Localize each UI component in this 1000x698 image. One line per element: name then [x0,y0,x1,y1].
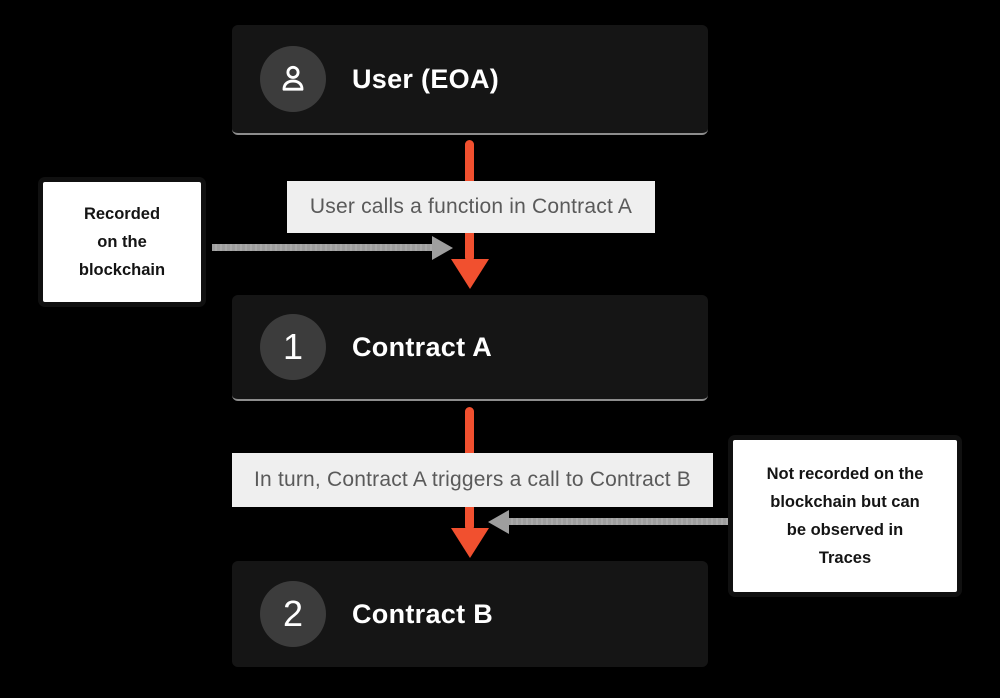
note-line: be observed in [786,521,904,539]
user-avatar [260,46,326,112]
arrow-not-recorded-shaft [508,518,729,525]
node-contract-b-title: Contract B [352,598,494,629]
contract-a-number-badge: 1 [260,314,326,380]
arrow-user-to-a-head [451,259,489,289]
note-line: Not recorded on the [766,465,924,483]
node-contract-a-title: Contract A [352,331,493,362]
person-icon [275,61,311,97]
arrow-a-to-b-head [451,528,489,558]
node-user-title: User (EOA) [352,63,500,94]
flow-label-call-2: In turn, Contract A triggers a call to C… [232,453,713,507]
node-contract-b: 2 Contract B [232,561,708,667]
node-contract-a: 1 Contract A [232,295,708,401]
note-line: on the [97,233,147,251]
note-not-recorded-traces: Not recorded on the blockchain but can b… [728,435,962,597]
note-line: blockchain but can [770,493,920,511]
note-line: Recorded [83,205,161,223]
arrow-recorded-head-icon [432,236,453,260]
note-recorded-on-blockchain: Recorded on the blockchain [38,177,206,307]
contract-b-number: 2 [282,593,304,634]
arrow-recorded-shaft [212,244,433,251]
flow-label-call-1: User calls a function in Contract A [287,181,655,233]
node-user-eoa: User (EOA) [232,25,708,135]
contract-b-number-badge: 2 [260,581,326,647]
contract-a-number: 1 [282,326,304,367]
note-line: blockchain [78,261,166,279]
note-line: Traces [818,549,872,567]
arrow-not-recorded-head-icon [488,510,509,534]
